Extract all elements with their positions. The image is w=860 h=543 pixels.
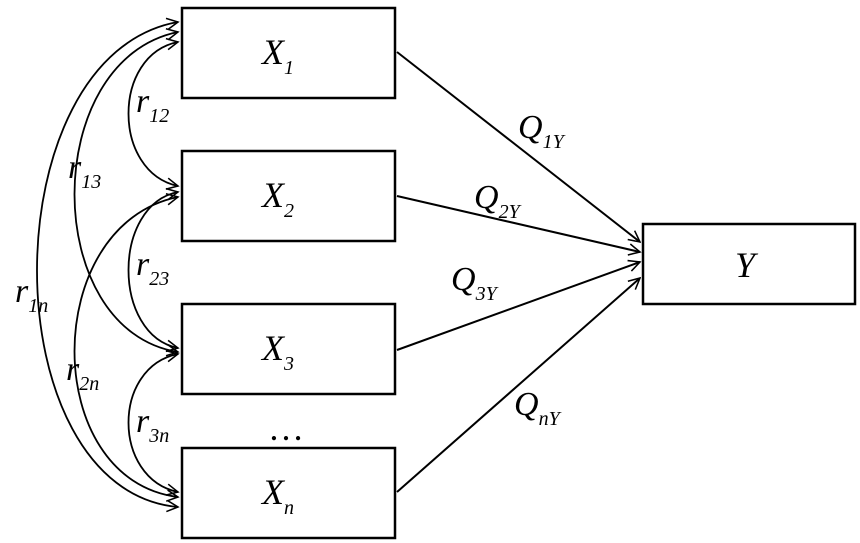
node-x3: X3: [180, 302, 397, 396]
label-r23: r23: [136, 246, 169, 290]
label-r3n: r3n: [136, 403, 169, 447]
path-arrows: [396, 51, 640, 493]
label-q1y: Q1Y: [518, 109, 566, 153]
arrow-xn-y: [396, 278, 640, 493]
node-x2: X2: [180, 149, 397, 243]
arc-r1n: [36, 22, 178, 507]
node-xn: Xn: [180, 446, 397, 540]
arc-r3n: [127, 354, 179, 492]
label-r13: r13: [68, 149, 101, 193]
svg-text:X2: X2: [260, 175, 294, 222]
arrow-x1-y: [396, 51, 640, 242]
svg-text:Xn: Xn: [260, 472, 294, 519]
label-q3y: Q3Y: [451, 261, 499, 305]
label-qny: QnY: [514, 386, 562, 430]
correlation-arcs: [36, 22, 179, 507]
node-x1: X1: [180, 6, 397, 100]
label-r12: r12: [136, 83, 169, 127]
arc-r23: [127, 192, 179, 348]
node-y: Y: [641, 222, 857, 306]
arrow-x3-y: [396, 262, 640, 351]
arrow-x2-y: [396, 195, 640, 252]
svg-text:Y: Y: [735, 245, 759, 285]
label-r1n: r1n: [15, 273, 48, 317]
arc-r13: [73, 32, 179, 352]
label-r2n: r2n: [66, 351, 99, 395]
ellipsis: …: [268, 408, 304, 448]
svg-text:X1: X1: [260, 32, 294, 79]
arc-r12: [127, 42, 179, 186]
label-q2y: Q2Y: [474, 179, 522, 223]
arc-r2n: [73, 197, 179, 497]
svg-text:X3: X3: [260, 328, 294, 375]
